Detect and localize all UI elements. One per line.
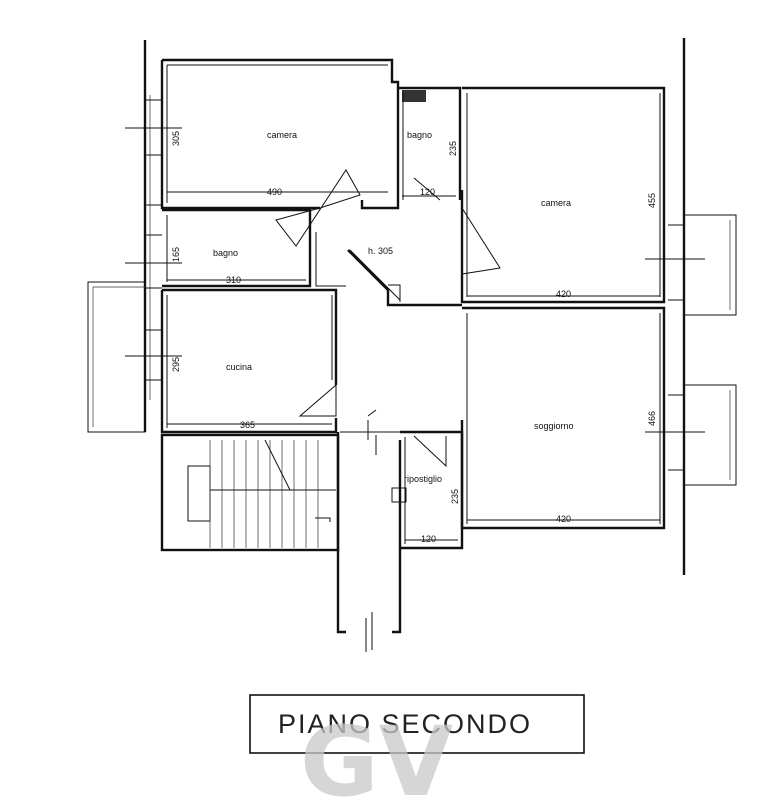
dim-camera-left-height: 305: [171, 131, 181, 146]
dim-bagno-left-height: 165: [171, 247, 181, 262]
label-bagno-top: bagno: [407, 130, 432, 140]
landing-corridor: [336, 409, 402, 652]
stairwell: [160, 433, 340, 552]
dim-camera-right-width: 420: [556, 289, 571, 299]
room-cucina: [160, 288, 338, 434]
dimension-labels: 490 305 120 235 420 455 310 165 365 295 …: [171, 131, 657, 544]
title-box: PIANO SECONDO: [249, 694, 585, 754]
watermark-logo: GV: [300, 706, 453, 800]
window-marks: [125, 99, 705, 471]
label-bagno-left: bagno: [213, 248, 238, 258]
room-camera-right: [460, 86, 666, 304]
label-soggiorno: soggiorno: [534, 421, 574, 431]
plan-title: PIANO SECONDO: [278, 709, 532, 739]
dim-ripostiglio-width: 120: [421, 534, 436, 544]
dim-camera-left-width: 490: [267, 187, 282, 197]
dim-soggiorno-height: 466: [647, 411, 657, 426]
right-balconies: [683, 214, 737, 486]
room-bagno-top: [398, 86, 462, 201]
dim-bagno-left-width: 310: [226, 275, 241, 285]
left-balcony: [87, 281, 146, 433]
room-bagno-left: [162, 208, 346, 288]
label-camera-right: camera: [541, 198, 571, 208]
room-hall: [347, 249, 462, 307]
dim-soggiorno-width: 420: [556, 514, 571, 524]
room-ripostiglio: [391, 430, 464, 550]
dim-camera-right-height: 455: [647, 193, 657, 208]
dim-cucina-height: 295: [171, 357, 181, 372]
room-camera-left: [160, 58, 400, 247]
room-soggiorno: [460, 306, 666, 530]
dim-bagno-top-height: 235: [448, 141, 458, 156]
facade-lines: [143, 38, 686, 575]
label-camera-left: camera: [267, 130, 297, 140]
dim-cucina-width: 365: [240, 420, 255, 430]
label-ripostiglio: ripostiglio: [404, 474, 442, 484]
dim-ripostiglio-height: 235: [450, 489, 460, 504]
dim-bagno-top-width: 120: [420, 187, 435, 197]
label-hall: h. 305: [368, 246, 393, 256]
label-cucina: cucina: [226, 362, 252, 372]
room-labels: camera bagno camera h. 305 bagno cucina …: [213, 130, 574, 484]
